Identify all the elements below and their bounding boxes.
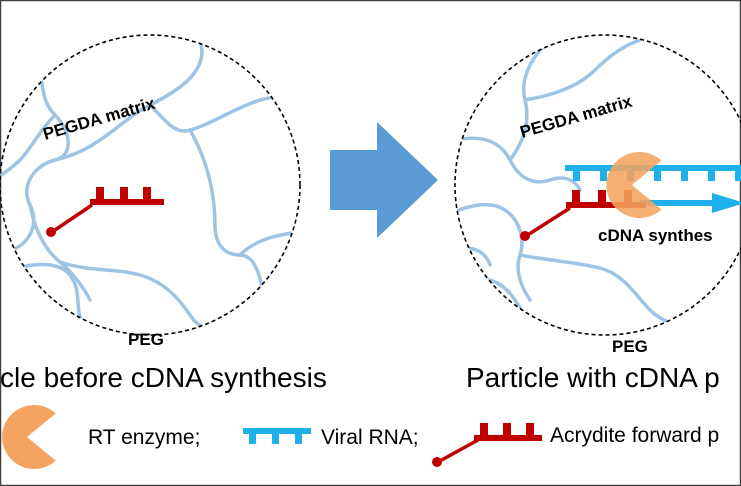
right-caption: Particle with cDNA p bbox=[466, 362, 720, 393]
left-caption: cle before cDNA synthesis bbox=[0, 362, 327, 393]
right-particle: PEGDA matrix PEG cDN bbox=[454, 34, 741, 356]
left-peg-label: PEG bbox=[128, 330, 164, 349]
legend: RT enzyme; Viral RNA; Acrydite forward p bbox=[2, 405, 719, 469]
left-primer bbox=[46, 187, 164, 237]
legend-rt-enzyme-label: RT enzyme; bbox=[88, 426, 200, 449]
left-hydrogel-fibers bbox=[0, 35, 300, 335]
right-cdna-extension bbox=[640, 193, 741, 213]
legend-viral-rna-icon bbox=[243, 428, 311, 444]
right-hydrogel-fibers bbox=[455, 35, 722, 335]
left-particle-boundary bbox=[0, 34, 301, 336]
right-particle-boundary bbox=[454, 34, 741, 336]
right-rt-enzyme-icon bbox=[606, 152, 662, 219]
legend-primer-label: Acrydite forward p bbox=[550, 424, 719, 447]
legend-viral-rna-label: Viral RNA; bbox=[321, 426, 419, 449]
left-particle: PEGDA matrix PEG bbox=[0, 34, 301, 349]
right-peg-label: PEG bbox=[612, 337, 648, 356]
legend-primer-icon bbox=[432, 423, 542, 467]
legend-rt-enzyme-icon bbox=[2, 405, 56, 469]
process-arrow-icon bbox=[330, 122, 438, 238]
right-cdna-synthesis-label: cDNA synthes bbox=[598, 226, 713, 245]
